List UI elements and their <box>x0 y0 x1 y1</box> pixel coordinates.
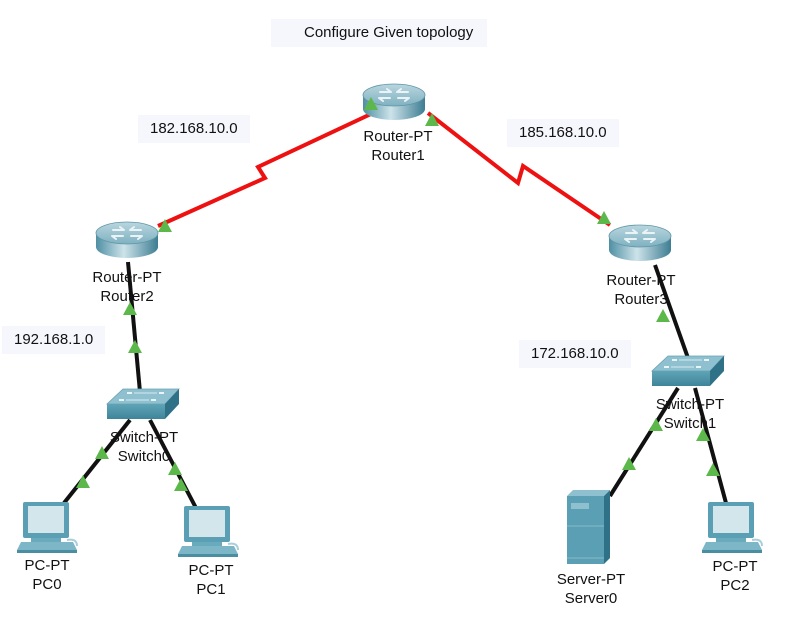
link-up-indicator <box>425 113 439 126</box>
device-model: PC-PT <box>188 562 234 579</box>
device-name: Switch0 <box>117 448 171 465</box>
pc1-label[interactable]: PC-PT PC1 <box>189 561 234 599</box>
device-model: PC-PT <box>712 558 758 575</box>
link-up-indicator <box>656 309 670 322</box>
pc2-label[interactable]: PC-PT PC2 <box>713 557 758 595</box>
network-address: 185.168.10.0 <box>519 124 607 141</box>
switch1-icon[interactable] <box>650 355 725 386</box>
device-name: Server0 <box>564 590 618 607</box>
serial-link-router1-router3[interactable] <box>426 111 612 227</box>
router2-label[interactable]: Router-PT Router2 <box>92 268 161 306</box>
device-name: Router1 <box>371 147 425 164</box>
link-up-indicator <box>364 97 378 110</box>
router1-label[interactable]: Router-PT Router1 <box>363 127 432 165</box>
link-up-indicator <box>76 475 90 488</box>
ethernet-link-router3-switch1[interactable] <box>653 264 690 359</box>
device-model: Router-PT <box>606 272 676 289</box>
device-model: Switch-PT <box>655 396 725 413</box>
device-model: Router-PT <box>363 128 433 145</box>
server0-label[interactable]: Server-PT Server0 <box>557 570 625 608</box>
link-up-indicator <box>174 478 188 491</box>
device-name: Router3 <box>614 291 668 308</box>
pc0-label[interactable]: PC-PT PC0 <box>25 556 70 594</box>
ethernet-link-switch1-pc2[interactable] <box>693 387 728 504</box>
device-model: PC-PT <box>24 557 70 574</box>
router1-icon[interactable] <box>362 83 426 120</box>
device-name: PC2 <box>720 577 750 594</box>
link-up-indicator <box>706 463 720 476</box>
link-up-indicator <box>597 211 611 224</box>
switch1-label[interactable]: Switch-PT Switch1 <box>656 395 724 433</box>
device-model: Switch-PT <box>109 429 179 446</box>
network-note-172[interactable]: 172.168.10.0 <box>519 340 631 368</box>
ethernet-link-router2-switch0[interactable] <box>126 261 142 393</box>
network-note-192[interactable]: 192.168.1.0 <box>2 326 106 354</box>
link-up-indicator <box>123 302 137 315</box>
switch0-icon[interactable] <box>105 388 180 419</box>
network-address: 192.168.1.0 <box>14 331 94 348</box>
server0-icon[interactable] <box>567 490 610 564</box>
link-up-indicator <box>622 457 636 470</box>
link-up-indicator <box>696 428 710 441</box>
router3-icon[interactable] <box>608 224 672 261</box>
pc2-icon[interactable] <box>702 502 763 553</box>
router3-label[interactable]: Router-PT Router3 <box>606 271 675 309</box>
link-up-indicator <box>649 418 663 431</box>
network-address: 182.168.10.0 <box>150 120 238 137</box>
serial-link-router1-router2[interactable] <box>157 111 374 228</box>
device-name: PC0 <box>32 576 62 593</box>
ethernet-link-switch1-server0[interactable] <box>608 386 680 498</box>
network-address: 172.168.10.0 <box>531 345 619 362</box>
pc0-icon[interactable] <box>17 502 78 553</box>
device-model: Router-PT <box>92 269 162 286</box>
link-up-indicator <box>158 219 172 232</box>
device-name: PC1 <box>196 581 226 598</box>
ethernet-link-switch0-pc0[interactable] <box>62 418 132 505</box>
link-up-indicator <box>95 446 109 459</box>
network-note-182[interactable]: 182.168.10.0 <box>138 115 250 143</box>
network-note-185[interactable]: 185.168.10.0 <box>507 119 619 147</box>
device-name: Router2 <box>100 288 154 305</box>
topology-title-note[interactable]: Configure Given topology <box>271 19 488 47</box>
router2-icon[interactable] <box>95 221 159 258</box>
link-up-indicator <box>128 340 142 353</box>
device-model: Server-PT <box>556 571 626 588</box>
link-up-indicator <box>168 462 182 475</box>
switch0-label[interactable]: Switch-PT Switch0 <box>110 428 178 466</box>
ethernet-link-switch0-pc1[interactable] <box>148 419 198 509</box>
topology-title: Configure Given topology <box>304 24 474 41</box>
pc1-icon[interactable] <box>178 506 239 557</box>
device-name: Switch1 <box>663 415 717 432</box>
